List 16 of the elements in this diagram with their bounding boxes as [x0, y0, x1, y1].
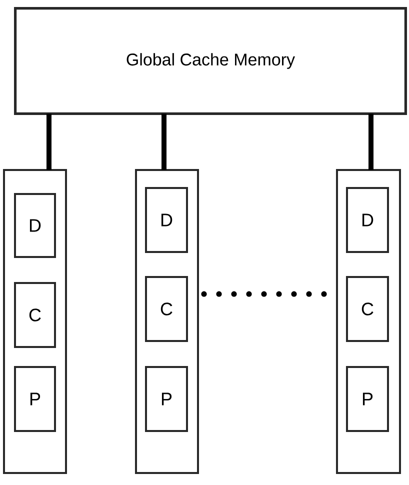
connector-line [162, 114, 166, 170]
column-box [336, 169, 401, 474]
letter-box: P [14, 366, 56, 432]
letter-box: C [145, 276, 188, 342]
letter-box: D [14, 193, 56, 258]
connector-line [46, 114, 52, 170]
connector-line [368, 114, 374, 170]
column-box [3, 169, 67, 474]
letter-box: P [346, 366, 389, 432]
letter-box: P [145, 366, 188, 432]
memory-box: Global Cache Memory [14, 7, 407, 115]
letter-box: D [145, 187, 188, 253]
column-box [135, 169, 199, 474]
letter-box: D [346, 187, 389, 253]
letter-box: C [346, 276, 389, 342]
letter-box: C [14, 282, 56, 348]
